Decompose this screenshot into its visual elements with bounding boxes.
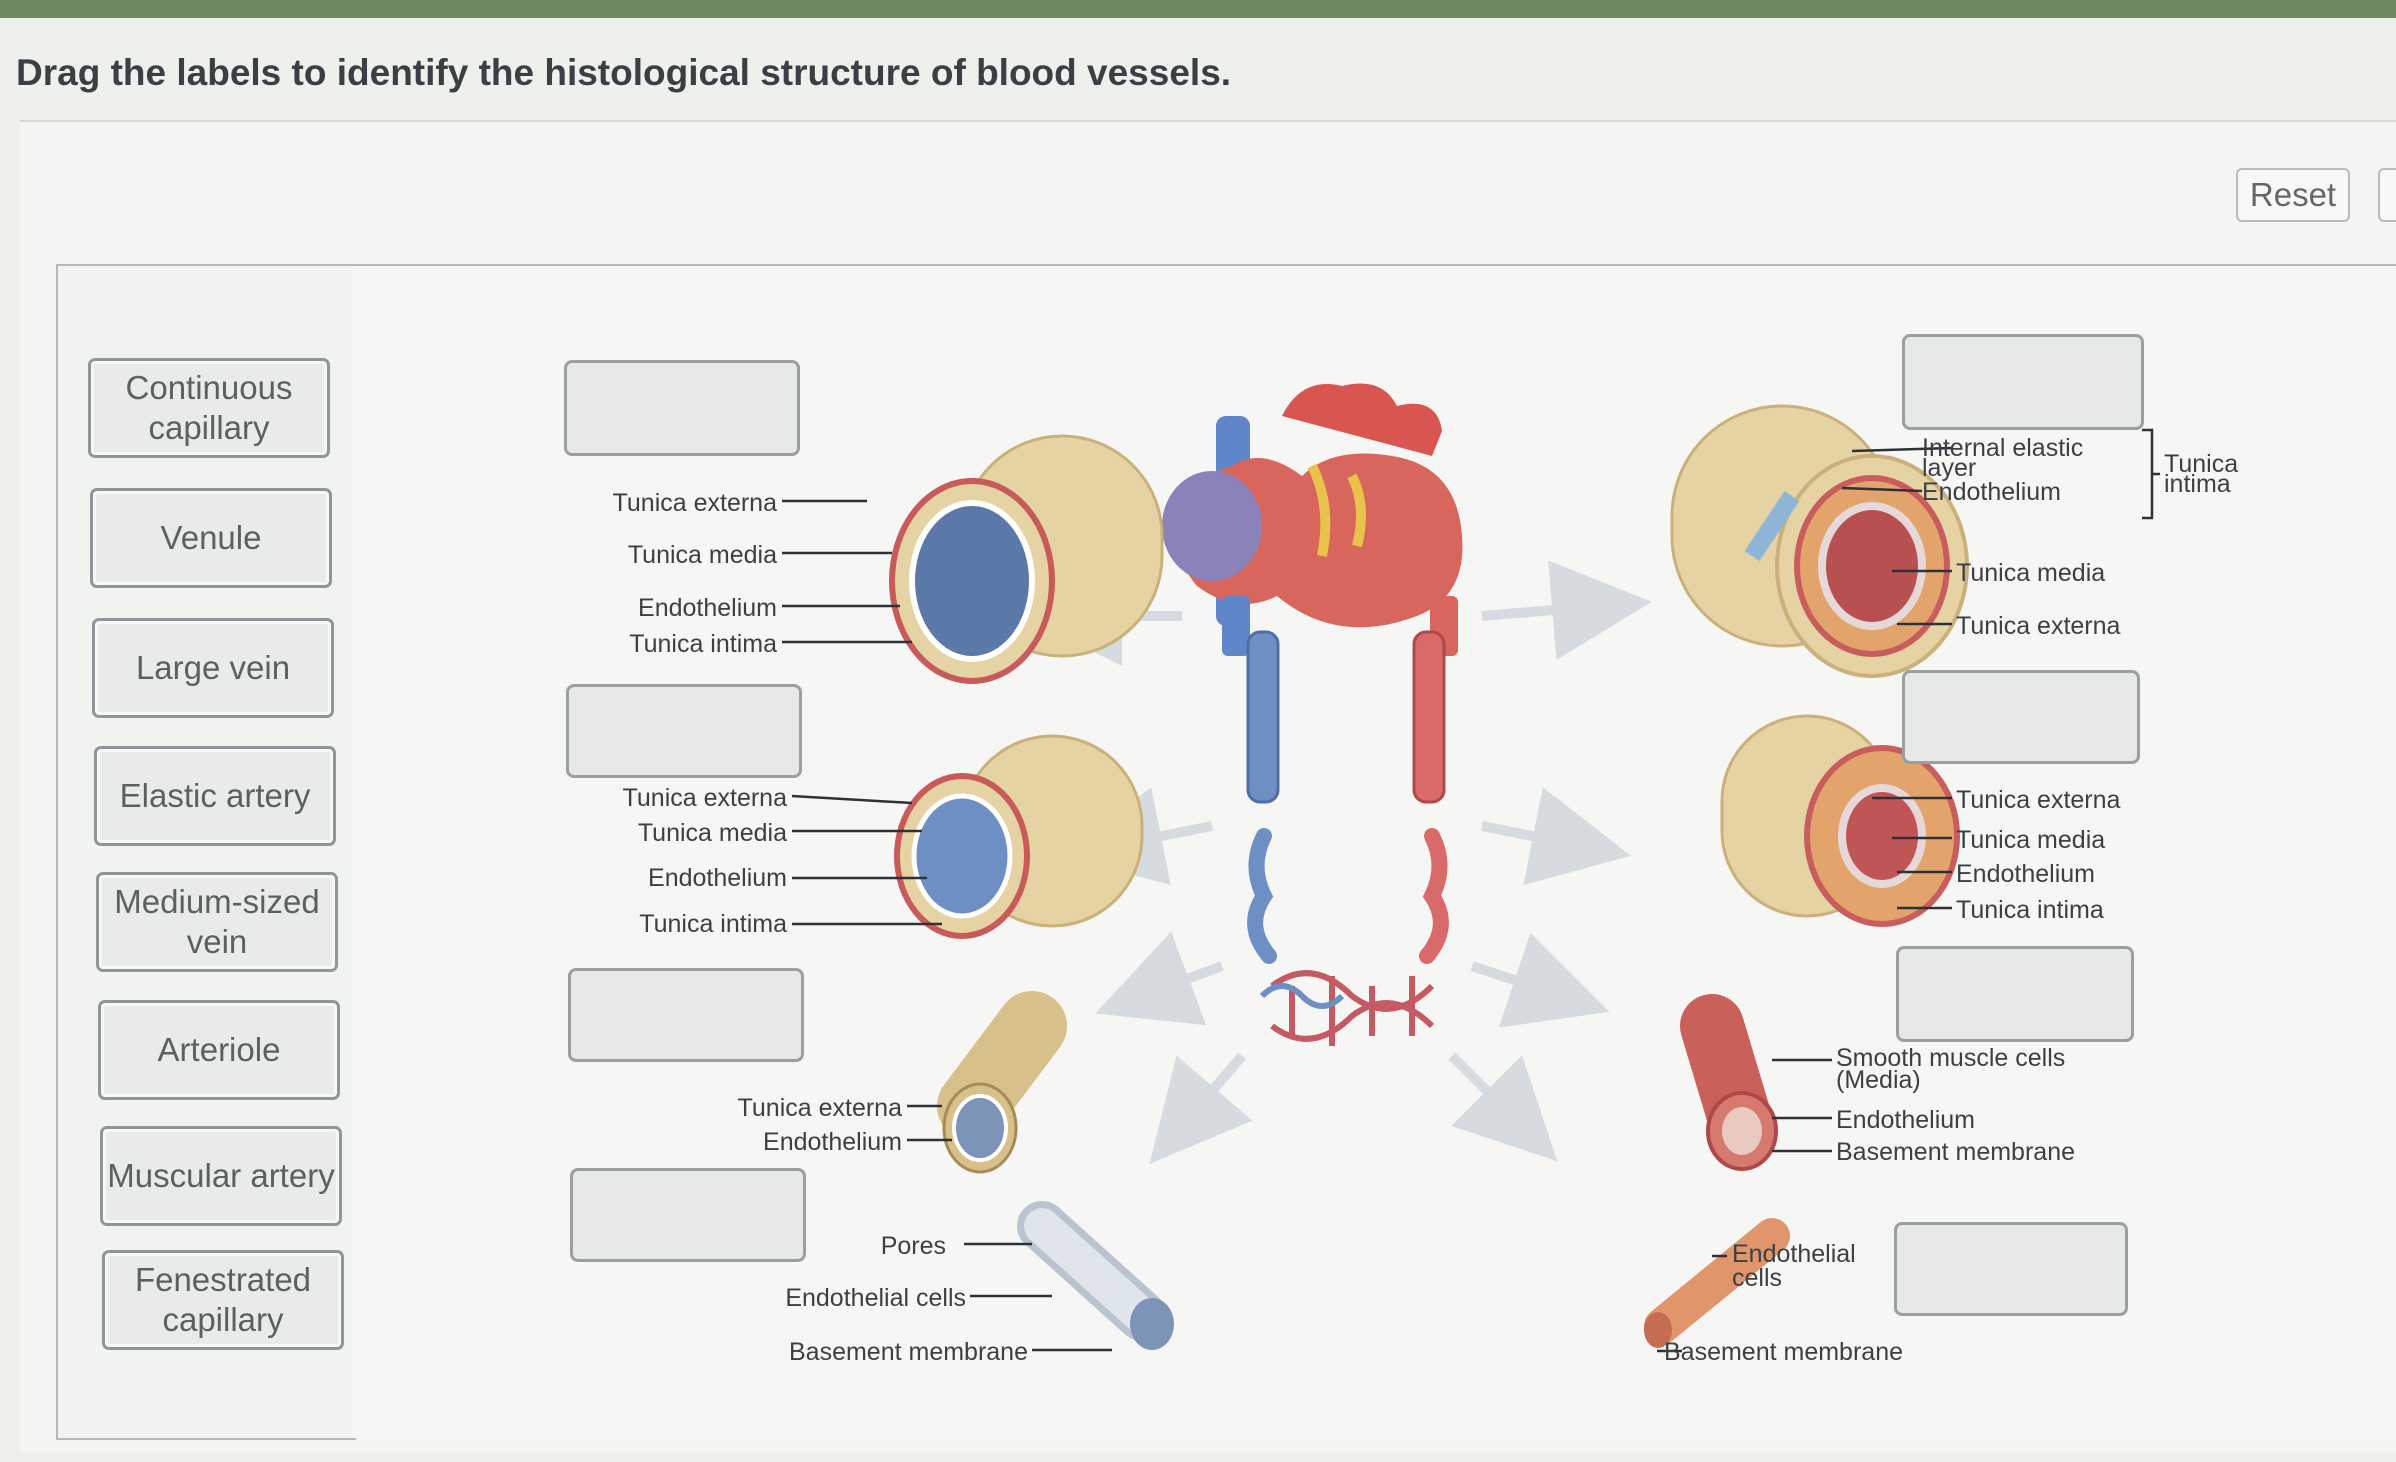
label-text: vein [186, 923, 248, 960]
continuous-capillary-illustration [1644, 1218, 1790, 1348]
ma-tunica-intima: Tunica intima [1956, 896, 2104, 924]
venule-illustration [937, 991, 1067, 1174]
drop-target-fenestrated-capillary[interactable] [570, 1168, 806, 1262]
arteriole-illustration [1680, 994, 1778, 1171]
window-top-bar [0, 0, 2396, 18]
ea-tunica-media: Tunica media [1956, 559, 2105, 587]
lv-tunica-externa: Tunica externa [613, 489, 778, 517]
mv-tunica-media: Tunica media [638, 819, 787, 847]
muscular-artery-labels: Tunica externa Tunica media Endothelium … [1956, 786, 2121, 924]
ea-tunica-externa: Tunica externa [1956, 612, 2121, 640]
venule-labels: Tunica externa Endothelium [738, 1094, 903, 1156]
ma-endothelium: Endothelium [1956, 860, 2095, 888]
ea-endothelium: Endothelium [1922, 478, 2061, 506]
drop-target-continuous-capillary[interactable] [1894, 1222, 2128, 1316]
fc-endothelial-cells: Endothelial cells [785, 1284, 966, 1312]
connector-arrows [1022, 560, 1652, 1164]
venule-tunica-externa: Tunica externa [738, 1094, 903, 1122]
drop-target-large-vein[interactable] [564, 360, 800, 456]
lv-endothelium: Endothelium [638, 594, 777, 622]
drop-target-arteriole[interactable] [1896, 946, 2134, 1042]
label-text: Elastic artery [119, 777, 311, 814]
blood-vessel-diagram: Tunica externa Tunica media Endothelium … [613, 383, 2238, 1366]
cc-basement-membrane: Basement membrane [1664, 1338, 1903, 1366]
drop-target-venule[interactable] [568, 968, 804, 1062]
label-large-vein[interactable]: Large vein [92, 618, 334, 718]
elastic-artery-labels: Internal elastic layer Endothelium Tunic… [1922, 434, 2238, 640]
label-venule[interactable]: Venule [90, 488, 332, 588]
ea-internal-elastic: Internal elastic [1922, 434, 2083, 462]
label-text: Venule [160, 519, 262, 556]
label-text: Medium-sized [114, 883, 320, 920]
help-button-partial[interactable] [2378, 168, 2396, 222]
large-vein-illustration [889, 434, 1164, 684]
arteriole-labels: Smooth muscle cells (Media) Endothelium … [1836, 1044, 2075, 1166]
cc-cells: cells [1732, 1264, 1782, 1292]
label-text: capillary [148, 409, 270, 446]
lv-tunica-intima: Tunica intima [629, 630, 777, 658]
medium-vein-labels: Tunica externa Tunica media Endothelium … [623, 784, 788, 938]
label-text: capillary [162, 1301, 284, 1338]
central-vessels [1246, 630, 1449, 1046]
large-vein-labels: Tunica externa Tunica media Endothelium … [613, 489, 778, 658]
label-muscular-artery[interactable]: Muscular artery [100, 1126, 342, 1226]
drop-target-muscular-artery[interactable] [1902, 670, 2140, 764]
label-text: Continuous [125, 369, 293, 406]
drop-target-medium-vein[interactable] [566, 684, 802, 778]
continuous-capillary-labels: Endothelial cells Basement membrane [1664, 1240, 1903, 1366]
ea-layer: layer [1922, 454, 1976, 482]
ar-media: (Media) [1836, 1066, 1921, 1094]
fc-basement-membrane: Basement membrane [789, 1338, 1028, 1366]
label-text: Large vein [135, 649, 291, 686]
label-elastic-artery[interactable]: Elastic artery [94, 746, 336, 846]
fenestrated-labels: Pores Endothelial cells Basement membran… [785, 1232, 1028, 1366]
label-text: Arteriole [157, 1031, 281, 1068]
ar-basement-membrane: Basement membrane [1836, 1138, 2075, 1166]
muscular-artery-illustration [1720, 714, 1960, 927]
leader-lines [782, 428, 2160, 1353]
ma-tunica-externa: Tunica externa [1956, 786, 2121, 814]
label-text: Fenestrated [134, 1261, 312, 1298]
ea-tunica-intima-2: intima [2164, 470, 2231, 498]
venule-endothelium: Endothelium [763, 1128, 902, 1156]
mv-tunica-externa: Tunica externa [623, 784, 788, 812]
mv-tunica-intima: Tunica intima [639, 910, 787, 938]
ar-endothelium: Endothelium [1836, 1106, 1975, 1134]
cc-endothelial: Endothelial [1732, 1240, 1856, 1268]
fc-pores: Pores [881, 1232, 946, 1260]
drop-target-elastic-artery[interactable] [1902, 334, 2144, 430]
instruction-text: Drag the labels to identify the histolog… [16, 52, 1232, 93]
mv-endothelium: Endothelium [648, 864, 787, 892]
medium-vein-illustration [894, 734, 1144, 939]
heart-illustration [1162, 383, 1463, 656]
diagram-stage: Tunica externa Tunica media Endothelium … [352, 264, 2396, 1438]
ma-tunica-media: Tunica media [1956, 826, 2105, 854]
lv-tunica-media: Tunica media [628, 541, 777, 569]
label-text: Muscular artery [107, 1157, 335, 1194]
ar-smooth-muscle: Smooth muscle cells [1836, 1044, 2065, 1072]
elastic-artery-illustration [1670, 404, 1969, 678]
reset-button[interactable]: Reset [2236, 168, 2350, 222]
ea-tunica-intima-1: Tunica [2164, 450, 2238, 478]
label-arteriole[interactable]: Arteriole [98, 1000, 340, 1100]
fenestrated-capillary-illustration [1017, 1201, 1174, 1350]
